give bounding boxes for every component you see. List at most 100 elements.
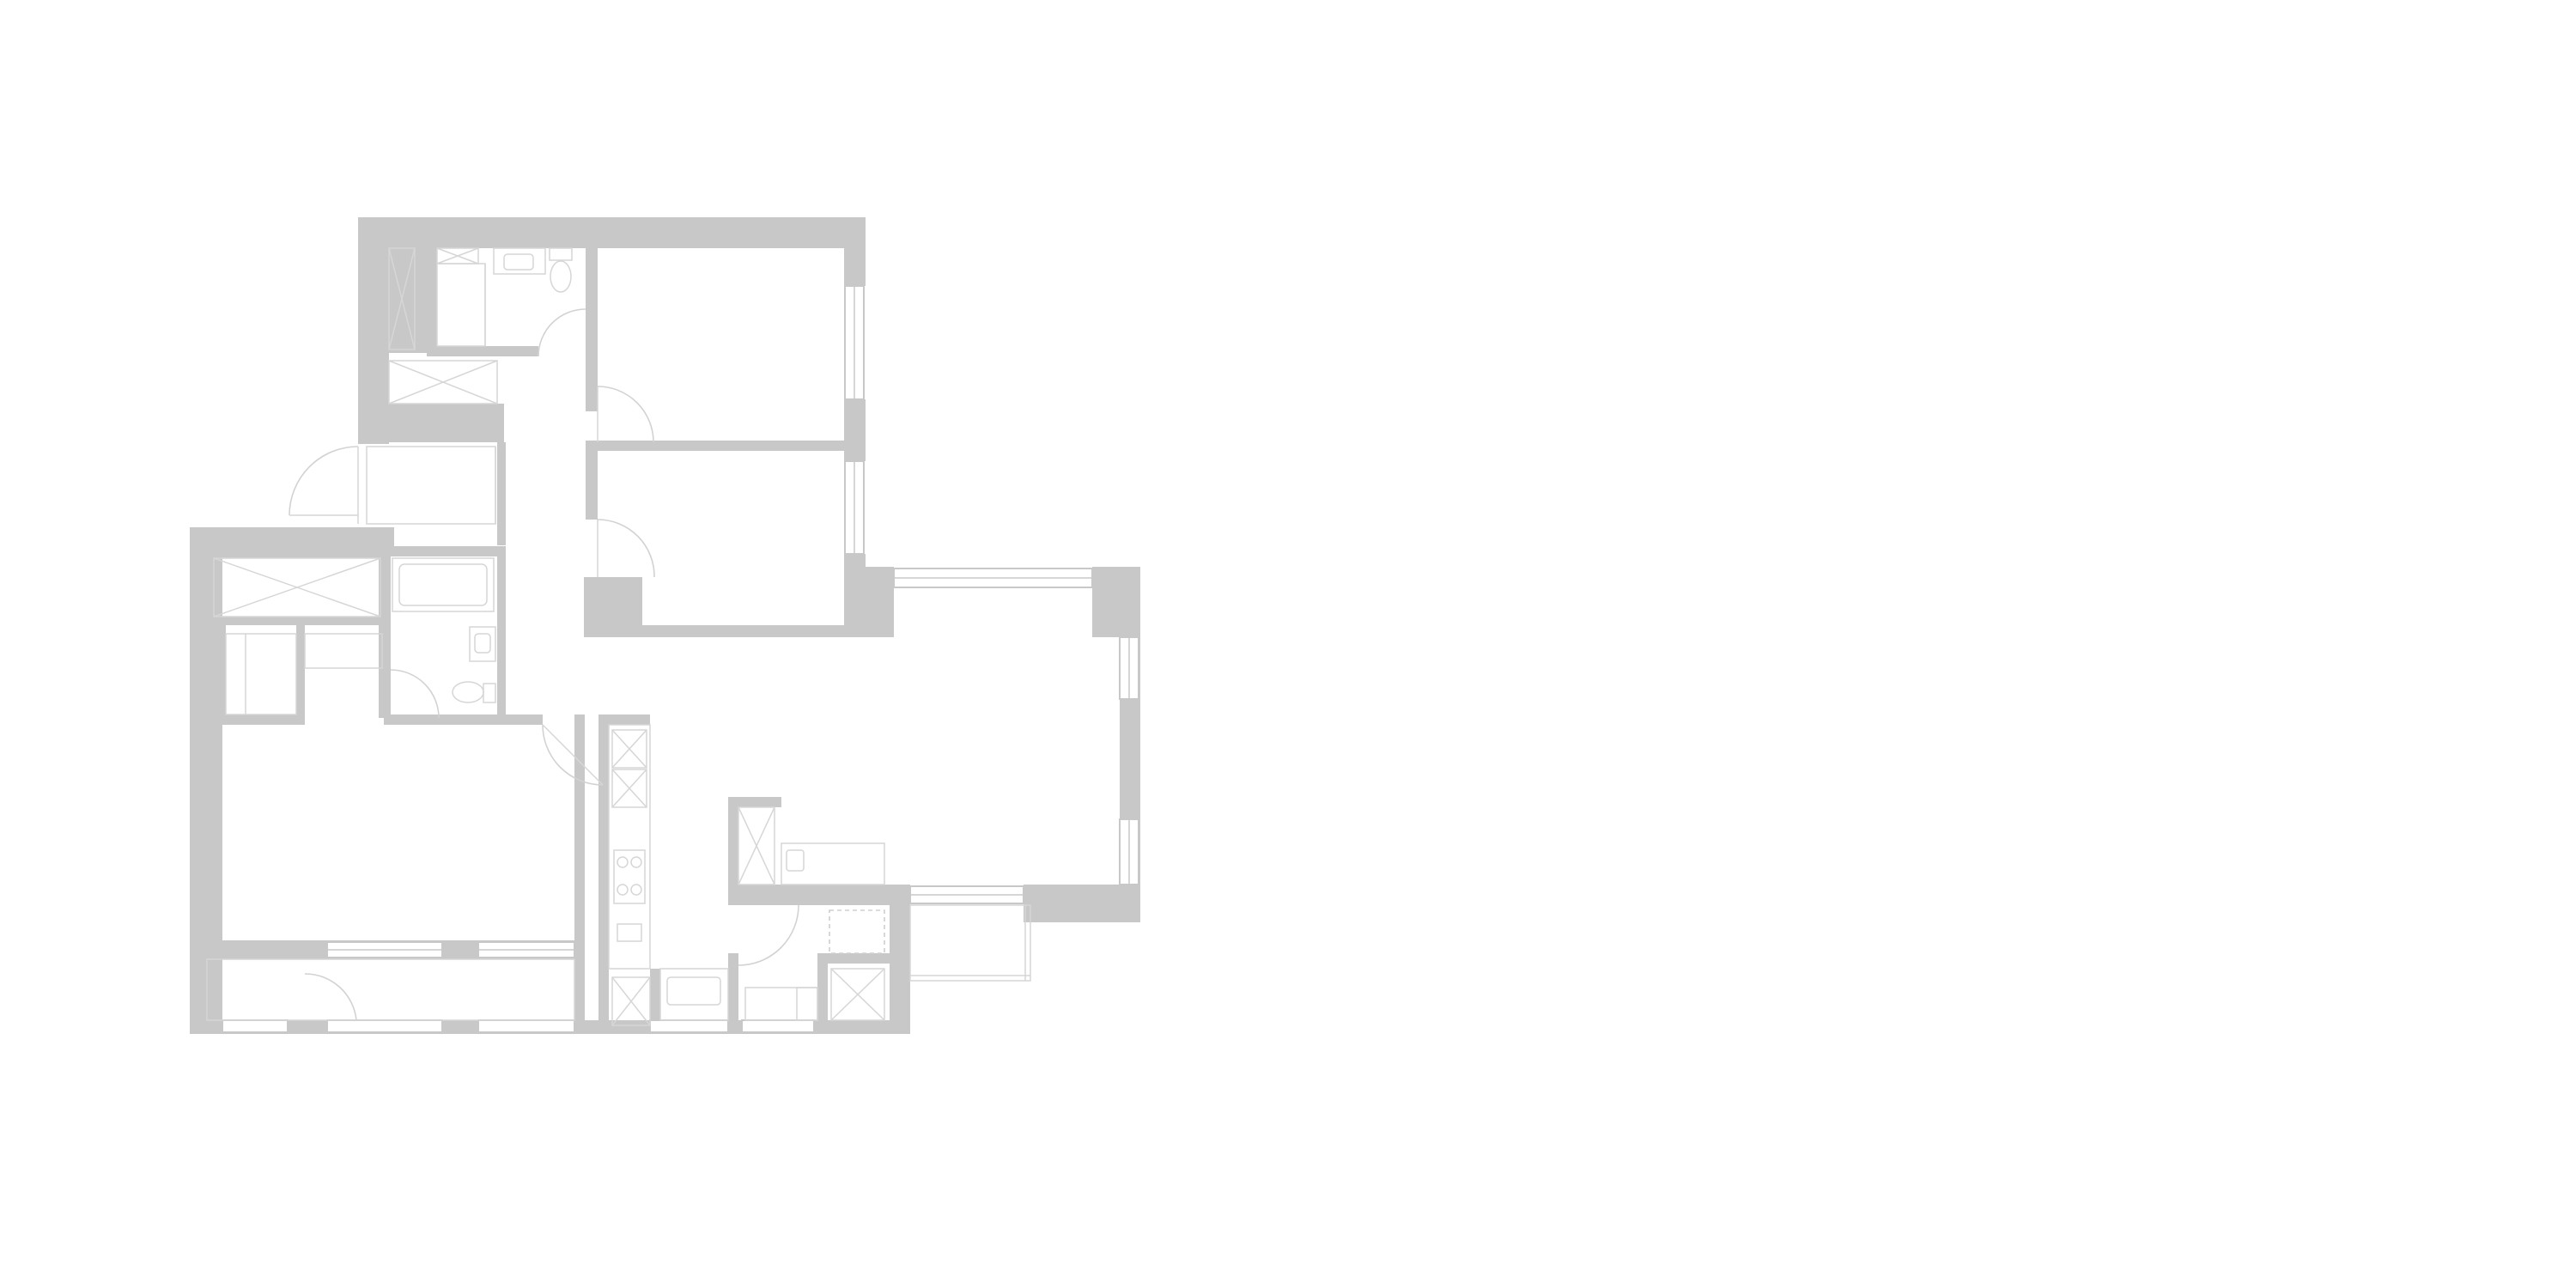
- laundry-cabinet: [830, 968, 885, 1021]
- utility-counter: [781, 842, 885, 885]
- kitchen-cabinet-c: [611, 976, 651, 1026]
- bedroom1-door-swing: [597, 386, 654, 443]
- wall-bedroom3-top-b: [384, 714, 543, 725]
- window-bedroom2: [844, 460, 865, 555]
- utility-sink-icon: [786, 849, 805, 872]
- kitchen-sink-icon: [666, 976, 721, 1006]
- kitchen: [608, 724, 729, 1026]
- wall-left-closet-top: [207, 550, 386, 558]
- entry-vestibule: [366, 446, 496, 525]
- kitchen-cabinet-b: [611, 769, 647, 808]
- kitchen-appliance: [617, 923, 642, 942]
- window-bedroom3-a: [326, 941, 443, 958]
- utility: [738, 806, 885, 1021]
- windows: [222, 285, 1139, 1033]
- cooktop: [613, 849, 646, 904]
- burner-icon: [630, 884, 642, 896]
- bathtub: [392, 557, 495, 612]
- bedroom2-door-swing: [597, 519, 655, 578]
- window-kitchen-bottom: [649, 1019, 729, 1033]
- utility-cabinet: [738, 806, 775, 885]
- wall-upper-right-b: [844, 399, 866, 461]
- wall-bath2-left: [379, 546, 391, 718]
- burner-icon: [617, 884, 629, 896]
- window-bedroom1: [844, 285, 865, 400]
- burner-icon: [617, 856, 629, 868]
- wall-bedroom2-corner: [584, 577, 642, 637]
- window-living-right-b: [1119, 818, 1139, 885]
- wall-laundry-right: [817, 953, 828, 1034]
- walls: [190, 217, 1140, 1034]
- wall-kitchen-left: [598, 714, 609, 1034]
- window-laundry-bottom: [741, 1019, 815, 1033]
- left-closets: [213, 557, 383, 715]
- bottom-ledge: [206, 958, 575, 1021]
- wall-left-outer: [190, 527, 222, 1034]
- upper-shower: [436, 263, 486, 347]
- upper-vanity: [493, 247, 546, 275]
- window-bottom-a: [222, 1019, 289, 1033]
- wall-left-closet-bottom: [207, 617, 386, 625]
- kitchen-cabinet-a: [611, 729, 647, 769]
- laundry-counter: [744, 987, 818, 1021]
- burner-icon: [630, 856, 642, 868]
- wall-utility-bottom: [728, 885, 910, 905]
- wall-hall-left: [497, 442, 506, 545]
- wall-upper-right-a: [844, 217, 866, 286]
- wall-left-closet-side: [217, 625, 226, 721]
- bath2-sink: [469, 626, 496, 662]
- window-bedroom3-b: [477, 941, 575, 958]
- upper-toilet-icon: [550, 260, 572, 293]
- window-bottom-c: [477, 1019, 575, 1033]
- wall-bedroom-divider: [586, 441, 844, 451]
- laundry-dashed-area: [829, 909, 885, 954]
- wall-upper-storage-bottom: [379, 404, 504, 442]
- wall-left-wardrobe-side: [296, 625, 305, 721]
- wall-utility-left: [728, 797, 738, 905]
- utility-door-swing: [738, 904, 799, 966]
- bath2-fixtures: [392, 557, 496, 703]
- upper-sink-icon: [503, 253, 534, 271]
- ledge-door-swing: [304, 973, 357, 1021]
- window-bottom-b: [326, 1019, 443, 1033]
- wall-laundry-top: [817, 953, 910, 964]
- wall-bath2-right: [497, 550, 506, 718]
- wall-laundry-left: [728, 953, 738, 1034]
- wall-upper-bath-bottom: [427, 346, 538, 356]
- upper-toilet-tank: [549, 247, 573, 261]
- window-living-right-a: [1119, 636, 1139, 700]
- upper-closet-tall: [388, 247, 416, 350]
- wall-bedroom1-left: [586, 248, 598, 411]
- kitchen-counter: [608, 724, 651, 970]
- upper-storage: [388, 360, 498, 404]
- balcony-outline: [909, 904, 1031, 982]
- bath2-door-swing: [390, 669, 440, 719]
- window-living-bottom: [909, 885, 1024, 904]
- entry-door-swing: [289, 446, 359, 516]
- upper-bath-fixtures: [388, 247, 573, 404]
- bedroom3-door-swing: [542, 724, 604, 786]
- bath1-door-swing: [538, 308, 586, 357]
- wall-bedroom2-right-block: [844, 567, 894, 637]
- left-shelf: [304, 633, 383, 669]
- kitchen-sink-counter: [659, 968, 729, 1021]
- left-closet-long: [213, 557, 381, 617]
- wall-kitchen-top: [598, 714, 650, 725]
- bath2-sink-icon: [474, 633, 491, 654]
- wall-upper-bath-left: [427, 248, 437, 350]
- wall-bedroom2-bottom: [642, 625, 891, 637]
- balcony: [909, 904, 1031, 982]
- wall-bedroom3-top-a: [222, 714, 305, 725]
- bath2-toilet-icon: [452, 681, 484, 703]
- wall-upper-top: [358, 217, 866, 248]
- window-living-top: [893, 568, 1093, 588]
- wall-upper-closet: [389, 248, 427, 353]
- wall-bedroom2-left: [586, 441, 598, 520]
- wall-living-bottom-right: [1024, 885, 1140, 922]
- wall-kitchen-sink-left: [650, 969, 660, 1034]
- wall-bath2-top: [379, 546, 506, 556]
- doors: [289, 308, 799, 1021]
- left-wardrobe: [225, 633, 297, 715]
- wall-left-top: [190, 527, 394, 553]
